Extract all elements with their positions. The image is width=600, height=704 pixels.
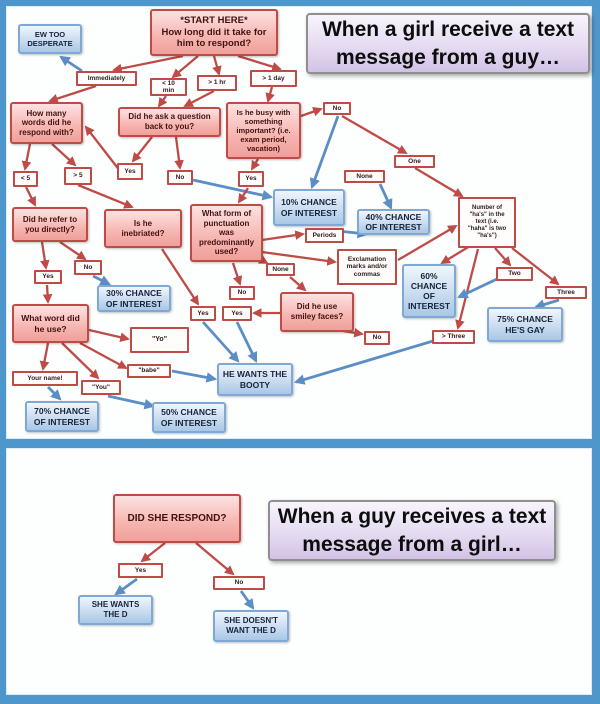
node-respond-no: No <box>213 576 265 590</box>
node-refer-no: No <box>74 260 102 275</box>
node-chance-40: 40% CHANCE OF INTEREST <box>357 209 430 235</box>
node-word-yes-2: Yes <box>222 306 252 321</box>
node-question-yes: Yes <box>117 163 143 180</box>
node-refer-yes: Yes <box>34 270 62 284</box>
node-she-wants-the-d: SHE WANTS THE D <box>78 595 153 625</box>
node-chance-70: 70% CHANCE OF INTEREST <box>25 401 99 432</box>
node-word-your-name: Your name! <box>12 371 78 386</box>
node-busy-yes: Yes <box>238 171 264 187</box>
node-ew-too-desperate: EW TOO DESPERATE <box>18 24 82 54</box>
node-word-yo: "Yo" <box>130 327 189 353</box>
node-she-doesnt-want-the-d: SHE DOESN'T WANT THE D <box>213 610 289 642</box>
node-is-he-busy: Is he busy with something important? (i.… <box>226 102 301 159</box>
node-ha-three: Three <box>545 286 587 299</box>
node-number-of-has: Number of "ha's" in the text (i.e. "haha… <box>458 197 516 248</box>
node-chance-75-gay: 75% CHANCE HE'S GAY <box>487 307 563 342</box>
node-gt-1-hr: > 1 hr <box>197 75 237 91</box>
node-lt-5: < 5 <box>13 171 38 187</box>
node-word-yes-1: Yes <box>190 306 216 321</box>
node-is-he-inebriated: Is he inebriated? <box>104 209 182 248</box>
title-girl-receives-text: When a girl receive a text message from … <box>306 13 590 74</box>
node-chance-60: 60% CHANCE OF INTEREST <box>402 264 456 318</box>
node-chance-50: 50% CHANCE OF INTEREST <box>152 402 226 433</box>
node-what-word: What word did he use? <box>12 304 89 343</box>
node-respond-yes: Yes <box>118 563 163 578</box>
node-ha-gt-three: > Three <box>432 330 475 344</box>
node-smiley-no: No <box>364 331 390 345</box>
node-chance-10: 10% CHANCE OF INTEREST <box>273 189 345 226</box>
node-did-he-ask-question: Did he ask a question back to you? <box>118 107 221 137</box>
node-punctuation: What form of punctuation was predominant… <box>190 204 263 262</box>
node-he-wants-booty: HE WANTS THE BOOTY <box>217 363 293 396</box>
node-question-no: No <box>167 170 193 185</box>
node-busy-no: No <box>323 102 351 115</box>
node-did-smiley: Did he use smiley faces? <box>280 292 354 332</box>
title-guy-receives-text: When a guy receives a text message from … <box>268 500 556 561</box>
node-gt-1-day: > 1 day <box>250 70 297 87</box>
node-gt-5: > 5 <box>64 167 92 185</box>
node-ha-one: One <box>394 155 435 168</box>
node-ha-none: None <box>344 170 385 183</box>
node-did-she-respond: DID SHE RESPOND? <box>113 494 241 543</box>
bottom-panel <box>6 448 592 695</box>
node-ha-two: Two <box>496 267 533 281</box>
node-immediately: Immediately <box>76 71 137 86</box>
node-word-babe: "babe" <box>127 364 171 378</box>
node-lt-10-min: < 10 min <box>150 78 187 96</box>
node-word-you: "You" <box>81 380 121 395</box>
node-how-many-words: How many words did he respond with? <box>10 102 83 144</box>
node-punct-none: None <box>266 263 295 276</box>
node-did-he-refer: Did he refer to you directly? <box>12 207 88 242</box>
node-periods: Periods <box>305 228 344 243</box>
node-punct-no: No <box>229 286 255 300</box>
node-start-here: *START HERE* How long did it take for hi… <box>150 9 278 56</box>
node-exclamation: Exclamation marks and/or commas <box>337 249 397 285</box>
node-chance-30: 30% CHANCE OF INTEREST <box>97 285 171 312</box>
